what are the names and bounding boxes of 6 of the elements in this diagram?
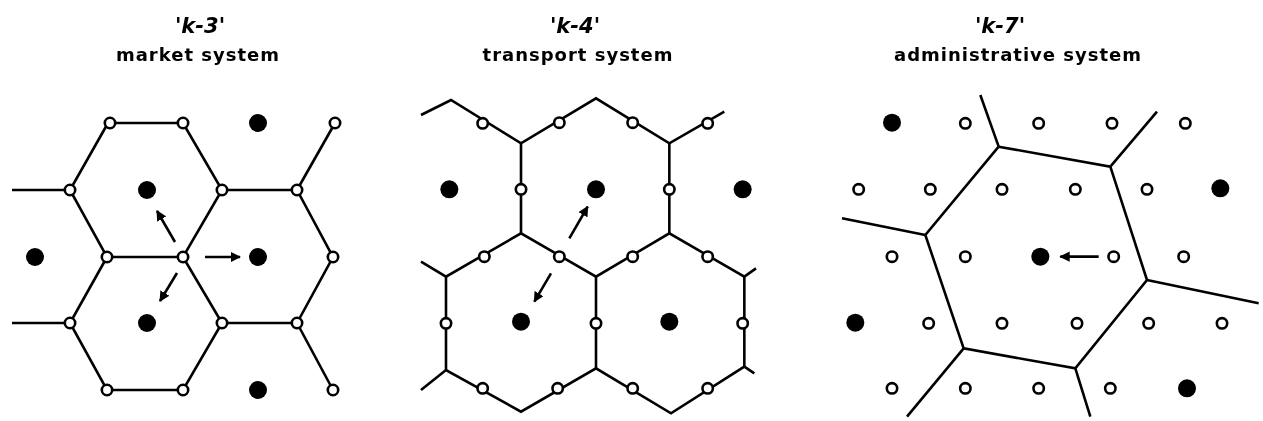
system-subtitle: administrative system <box>894 44 1142 65</box>
system-heading: 'k-4' <box>549 14 601 38</box>
system-subtitle: market system <box>115 44 281 65</box>
system-subtitle: transport system <box>482 44 674 65</box>
system-heading: 'k-7' <box>974 14 1026 38</box>
system-heading: 'k-3' <box>174 14 226 38</box>
